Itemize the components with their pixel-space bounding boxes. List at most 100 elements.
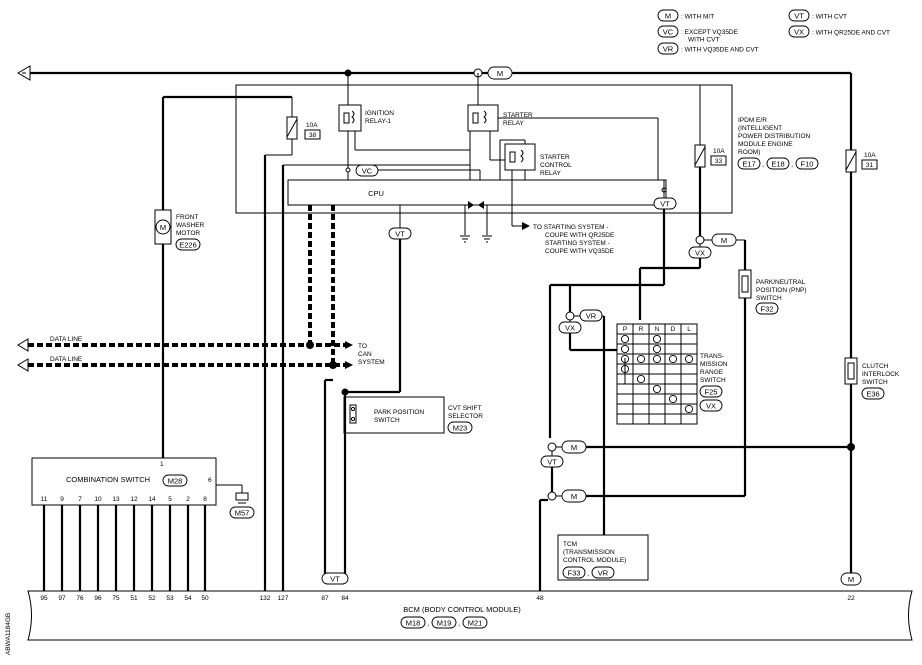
- combination-switch-connector: M28: [162, 474, 188, 487]
- svg-text:SYSTEM: SYSTEM: [358, 359, 385, 366]
- svg-text:SWITCH: SWITCH: [862, 379, 888, 386]
- bcm-pin: 52: [148, 595, 156, 602]
- legend-text-vx: : WITH QR25DE AND CVT: [812, 30, 890, 37]
- svg-text:VT: VT: [547, 458, 557, 467]
- park-position-switch: PARK POSITION SWITCH: [349, 404, 424, 424]
- badge-m-bcm: M: [840, 572, 862, 586]
- starter-relay: STARTER RELAY: [467, 104, 533, 132]
- bcm-pin: 132: [260, 595, 271, 602]
- svg-text:M18: M18: [406, 619, 421, 628]
- svg-text:,: ,: [587, 569, 589, 578]
- side-code: ABWA1184GB: [5, 613, 12, 655]
- legend-badge-vx: VX: [788, 25, 810, 38]
- svg-text:STARTER: STARTER: [540, 154, 570, 161]
- ipdm-label: IPDM E/R (INTELLIGENT POWER DISTRIBUTION…: [738, 117, 811, 156]
- svg-text:F25: F25: [705, 388, 718, 397]
- svg-text:E18: E18: [771, 160, 784, 169]
- svg-text:VT: VT: [330, 575, 340, 584]
- svg-text:P: P: [623, 326, 627, 333]
- range-contact: [636, 354, 646, 364]
- diodes: [460, 201, 500, 235]
- bcm-pin: 51: [130, 595, 138, 602]
- svg-text:ROOM): ROOM): [738, 149, 760, 156]
- svg-text:10A: 10A: [713, 148, 725, 155]
- clutch-interlock-switch: CLUTCH INTERLOCK SWITCH E36: [844, 357, 900, 400]
- svg-text:L: L: [687, 326, 691, 333]
- svg-text:VX: VX: [565, 324, 575, 333]
- svg-text:VX: VX: [794, 28, 804, 37]
- svg-text:,: ,: [791, 160, 793, 169]
- svg-text:VR: VR: [598, 569, 609, 578]
- starting-system-label: TO STARTING SYSTEM - COUPE WITH QR25DE S…: [533, 224, 615, 255]
- svg-text:(INTELLIGENT: (INTELLIGENT: [738, 125, 782, 132]
- svg-text:TO STARTING SYSTEM -: TO STARTING SYSTEM -: [533, 224, 608, 231]
- bcm-pin: 48: [536, 595, 544, 602]
- svg-text:RELAY: RELAY: [540, 170, 561, 177]
- svg-text:MODULE ENGINE: MODULE ENGINE: [738, 141, 793, 148]
- combination-switch-pin: 7: [78, 496, 82, 503]
- pnp-switch: PARK/NEUTRAL POSITION (PNP) SWITCH F32: [738, 269, 807, 315]
- svg-text:DATA LINE: DATA LINE: [50, 356, 83, 363]
- svg-text:38: 38: [309, 132, 317, 139]
- badge-vx-pnp: VX: [688, 246, 712, 259]
- combination-switch-pin: 9: [60, 496, 64, 503]
- svg-text:D: D: [671, 326, 676, 333]
- badge-m-top: M: [487, 66, 513, 80]
- svg-text:CLUTCH: CLUTCH: [862, 363, 889, 370]
- combination-switch-pin: 8: [203, 496, 207, 503]
- svg-text:POSITION (PNP): POSITION (PNP): [756, 287, 807, 294]
- badge-vx-mid: VX: [558, 321, 582, 334]
- svg-text:WASHER: WASHER: [176, 222, 205, 229]
- combination-switch-pin: 2: [186, 496, 190, 503]
- range-contact: [684, 404, 694, 414]
- data-line-1: DATA LINE: [17, 336, 353, 352]
- svg-text:VR: VR: [663, 45, 674, 54]
- svg-text:RELAY-1: RELAY-1: [365, 118, 391, 125]
- svg-text:TCM: TCM: [563, 541, 577, 548]
- bcm-pin: 22: [847, 595, 855, 602]
- svg-text:COUPE WITH QR25DE: COUPE WITH QR25DE: [545, 232, 615, 239]
- svg-text:IPDM E/R: IPDM E/R: [738, 117, 767, 124]
- svg-text:M57: M57: [235, 509, 250, 518]
- svg-text:STARTER: STARTER: [503, 112, 533, 119]
- legend-text-m: : WITH M/T: [681, 14, 714, 21]
- bcm-pin: 54: [184, 595, 192, 602]
- svg-text:VT: VT: [794, 12, 804, 21]
- range-contact: [620, 344, 630, 354]
- svg-text:,: ,: [427, 619, 429, 628]
- range-contact: [652, 344, 662, 354]
- legend-text-vc: : EXCEPT VQ35DE: [681, 29, 739, 36]
- svg-text:N: N: [655, 326, 660, 333]
- badge-m-lower1: M: [561, 440, 587, 454]
- svg-text:VX: VX: [706, 402, 716, 411]
- svg-text:M: M: [665, 12, 671, 21]
- svg-text:PARK POSITION: PARK POSITION: [374, 409, 424, 416]
- svg-text:INTERLOCK: INTERLOCK: [862, 371, 900, 378]
- badge-vt-lower: VT: [540, 455, 564, 468]
- svg-text:E226: E226: [179, 241, 197, 250]
- combination-switch-pin: 11: [41, 496, 48, 503]
- svg-text:DATA LINE: DATA LINE: [50, 336, 83, 343]
- bcm-pin: 87: [321, 595, 329, 602]
- cvt-selector-box: [343, 396, 445, 434]
- svg-text:33: 33: [715, 158, 723, 165]
- svg-text:RELAY: RELAY: [503, 120, 524, 127]
- can-system-label: TO CAN SYSTEM: [358, 343, 385, 366]
- tcm-label: TCM (TRANSMISSION CONTROL MODULE) F33 , …: [562, 541, 626, 579]
- svg-text:M28: M28: [168, 477, 183, 486]
- range-contact: [652, 354, 662, 364]
- svg-text:VC: VC: [663, 28, 674, 37]
- data-line-2: DATA LINE: [17, 356, 353, 372]
- svg-text:(TRANSMISSION: (TRANSMISSION: [563, 549, 615, 556]
- svg-text:10A: 10A: [864, 152, 876, 159]
- cpu-label: CPU: [368, 189, 384, 198]
- combination-switch-pin: 12: [130, 496, 138, 503]
- front-washer-motor: M FRONT WASHER MOTOR E226: [154, 209, 205, 251]
- legend-badge-vc: VC: [657, 25, 679, 38]
- svg-text:VR: VR: [586, 312, 597, 321]
- legend-badge-vr: VR: [657, 42, 679, 55]
- combination-switch-label: COMBINATION SWITCH: [66, 475, 150, 484]
- fuse-31: 10A 31: [845, 149, 878, 173]
